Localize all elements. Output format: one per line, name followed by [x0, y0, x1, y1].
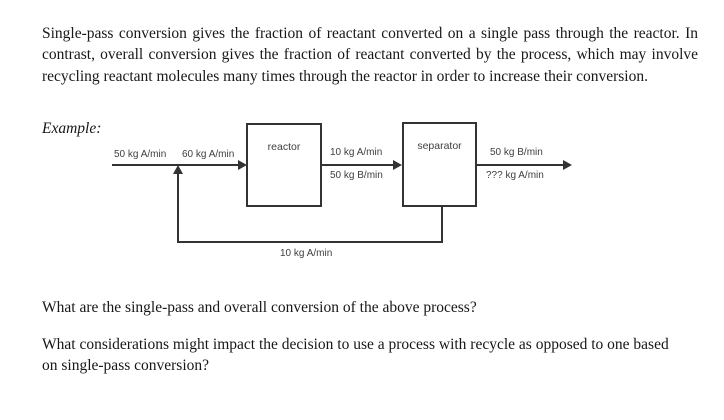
reactor-outlet-a-label: 10 kg A/min	[330, 147, 383, 158]
example-label: Example:	[42, 119, 102, 137]
recycle-down-line	[441, 207, 443, 243]
arrowhead-right-icon	[563, 160, 572, 170]
question-2: What considerations might impact the dec…	[42, 335, 669, 375]
combined-feed-label: 60 kg A/min	[182, 149, 235, 160]
recycle-label: 10 kg A/min	[280, 248, 333, 259]
separator-box: separator	[402, 122, 477, 207]
reactor-outlet-line	[322, 164, 394, 166]
reactor-label: reactor	[267, 141, 301, 153]
separator-label: separator	[417, 140, 462, 152]
intro-paragraph: Single-pass conversion gives the fractio…	[42, 24, 698, 86]
reactor-box: reactor	[246, 123, 322, 207]
recycle-bottom-line	[177, 241, 443, 243]
product-a-label: ??? kg A/min	[486, 170, 544, 181]
arrowhead-up-icon	[173, 165, 183, 174]
question-1: What are the single-pass and overall con…	[42, 298, 477, 316]
product-line	[477, 164, 564, 166]
recycle-up-line	[177, 173, 179, 243]
arrowhead-right-icon	[393, 160, 402, 170]
product-b-label: 50 kg B/min	[490, 147, 543, 158]
reactor-outlet-b-label: 50 kg B/min	[330, 170, 383, 181]
fresh-feed-label: 50 kg A/min	[114, 149, 167, 160]
arrowhead-right-icon	[238, 160, 247, 170]
